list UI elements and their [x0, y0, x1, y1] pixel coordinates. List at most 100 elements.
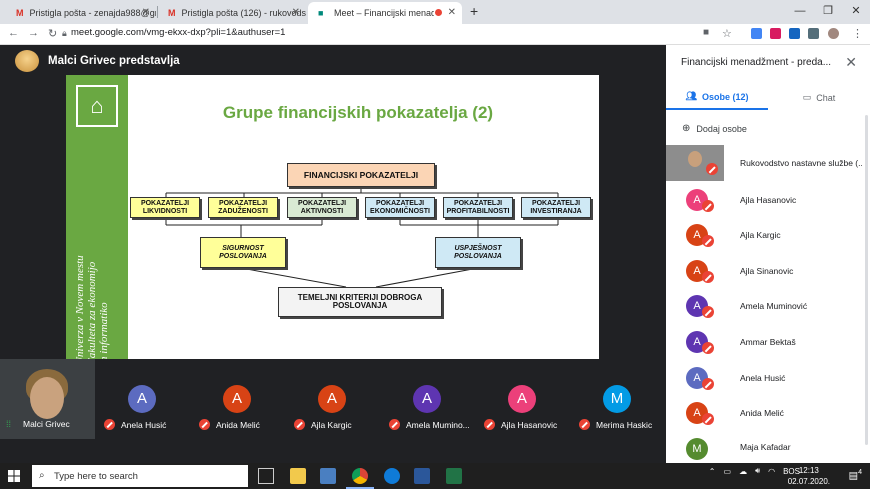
tile-name: Merima Haskic: [579, 419, 652, 430]
participant-name: Anida Melić: [740, 408, 784, 418]
slide-sidebar: ⌂ Univerza v Novem mestu Fakulteta za ek…: [66, 75, 128, 365]
window-controls: — ❐ ✕: [786, 0, 870, 24]
tab-people[interactable]: 👥︎ Osobe (12): [666, 85, 768, 110]
meet-icon: ■: [318, 8, 324, 18]
volume-icon[interactable]: 🔊︎: [755, 466, 761, 475]
participant-list-item[interactable]: A Ajla Hasanovic: [666, 182, 862, 218]
close-window-icon[interactable]: ✕: [851, 5, 861, 17]
mic-off-icon: [702, 306, 714, 318]
mic-off-icon: [702, 271, 714, 283]
add-people-button[interactable]: ⊕ Dodaj osobe: [682, 123, 747, 134]
extension-icon[interactable]: [789, 28, 800, 39]
avatar: A: [223, 385, 251, 413]
windows-taskbar: ⌕ Type here to search ⌃ ▭ ☁ 🔊︎ ◠ BOS 12:…: [0, 463, 870, 489]
diagram-group-box: POKAZATELJI LIKVIDNOSTI: [130, 197, 200, 218]
excel-icon[interactable]: [446, 468, 462, 484]
minimize-icon[interactable]: —: [794, 5, 806, 17]
scrollbar[interactable]: [865, 115, 868, 445]
participant-list-item[interactable]: A Amela Muminović: [666, 288, 862, 324]
browser-tab-gmail-2[interactable]: M Pristigla pošta (126) - rukovodst ✕: [158, 2, 306, 24]
participant-tile[interactable]: A Anida Melić: [193, 359, 283, 439]
taskbar-search[interactable]: ⌕ Type here to search: [32, 465, 248, 487]
more-menu-icon[interactable]: ⋮: [852, 28, 863, 40]
presenter-label: Malci Grivec predstavlja: [15, 50, 180, 72]
participant-list-item[interactable]: A Ajla Sinanovic: [666, 253, 862, 289]
close-icon[interactable]: ✕: [291, 7, 300, 18]
participant-name: Amela Muminović: [740, 301, 808, 311]
browser-tab-meet[interactable]: ■ Meet – Financijski menadžment ✕: [308, 2, 462, 24]
participant-list-item[interactable]: A Anida Melić: [666, 395, 862, 431]
participant-list-item[interactable]: M Maja Kafadar: [666, 431, 862, 463]
lock-icon: 🔒︎: [62, 28, 67, 38]
word-icon[interactable]: [414, 468, 430, 484]
clock[interactable]: 12:13 02.07.2020.: [788, 465, 830, 487]
clock-time: 12:13: [798, 466, 819, 475]
tile-name: Anida Melić: [199, 419, 260, 430]
edge-icon[interactable]: [384, 468, 400, 484]
notification-center-icon[interactable]: ▤4: [848, 469, 862, 482]
mic-off-icon: [579, 419, 590, 430]
extensions-puzzle-icon[interactable]: [808, 28, 819, 39]
wifi-icon[interactable]: ◠: [768, 466, 776, 476]
chevron-up-icon[interactable]: ⌃: [708, 466, 716, 476]
tile-name: ⁞⁞ Malci Grivec: [6, 419, 70, 429]
reload-icon[interactable]: ↻: [48, 28, 58, 40]
language-indicator[interactable]: BOS: [783, 466, 800, 476]
restore-icon[interactable]: ❐: [823, 5, 833, 17]
mic-off-icon: [702, 342, 714, 354]
diagram-group-box: POKAZATELJI AKTIVNOSTI: [287, 197, 357, 218]
task-view-icon[interactable]: [258, 468, 274, 484]
panel-title: Financijski menadžment - preda...: [681, 57, 832, 68]
participant-list-item[interactable]: Rukovodstvo nastavne službe (...: [666, 145, 862, 181]
participant-name: Ajla Sinanovic: [740, 266, 794, 276]
forward-icon[interactable]: →: [28, 27, 39, 39]
close-icon[interactable]: ✕: [845, 54, 857, 70]
tile-name: Ajla Kargic: [294, 419, 352, 430]
cloud-icon[interactable]: ☁: [739, 466, 748, 476]
tab-chat-label: Chat: [816, 92, 836, 103]
new-tab-button[interactable]: +: [470, 3, 479, 19]
participant-name: Ajla Kargic: [740, 230, 781, 240]
diagram-connectors: [165, 187, 559, 288]
mic-off-icon: [702, 413, 714, 425]
close-icon[interactable]: ✕: [141, 7, 150, 18]
avatar: [15, 50, 39, 72]
camera-icon[interactable]: ■: [703, 27, 710, 38]
file-explorer-icon[interactable]: [290, 468, 306, 484]
back-icon[interactable]: ←: [8, 27, 19, 39]
avatar: A: [508, 385, 536, 413]
windows-start-icon[interactable]: [8, 470, 20, 482]
tile-name: Ajla Hasanovic: [484, 419, 557, 430]
presenter-name: Malci Grivec predstavlja: [48, 55, 180, 67]
participant-tile[interactable]: M Merima Haskic: [573, 359, 663, 439]
participant-list-item[interactable]: A Ajla Kargic: [666, 217, 862, 253]
participant-tile[interactable]: A Ajla Hasanovic: [478, 359, 568, 439]
university-logo: ⌂: [76, 85, 118, 127]
extension-icon[interactable]: [751, 28, 762, 39]
url-field[interactable]: meet.google.com/vmg-ekxx-dxp?pli=1&authu…: [71, 27, 286, 38]
participant-tile[interactable]: A Amela Mumino...: [383, 359, 473, 439]
participant-tile[interactable]: A Anela Husić: [98, 359, 188, 439]
browser-tab-gmail-1[interactable]: M Pristigla pošta - zenajda988@gm ✕: [6, 2, 156, 24]
tab-chat[interactable]: ▭ Chat: [768, 85, 870, 110]
network-icon[interactable]: ▭: [723, 466, 732, 476]
tile-name-text: Ajla Hasanovic: [501, 419, 558, 430]
participant-photo: [666, 145, 724, 181]
extension-icon[interactable]: [770, 28, 781, 39]
participant-list-item[interactable]: A Ammar Bektaš: [666, 324, 862, 360]
mic-off-icon: [294, 419, 305, 430]
participant-tile[interactable]: A Ajla Kargic: [288, 359, 378, 439]
bookmark-star-icon[interactable]: ☆: [722, 28, 732, 40]
store-icon[interactable]: [320, 468, 336, 484]
tile-name: Amela Mumino...: [389, 419, 470, 430]
chrome-icon[interactable]: [352, 468, 368, 484]
chat-icon: ▭: [802, 92, 812, 102]
close-icon[interactable]: ✕: [447, 7, 456, 18]
profile-avatar[interactable]: [828, 28, 839, 39]
participant-list-item[interactable]: A Anela Husić: [666, 360, 862, 396]
add-people-label: Dodaj osobe: [696, 123, 747, 134]
system-tray: ⌃ ▭ ☁ 🔊︎ ◠ BOS: [709, 466, 840, 476]
mic-off-icon: [484, 419, 495, 430]
tile-name-text: Merima Haskic: [596, 419, 653, 430]
self-view-tile[interactable]: ⁞⁞ Malci Grivec: [0, 359, 95, 439]
